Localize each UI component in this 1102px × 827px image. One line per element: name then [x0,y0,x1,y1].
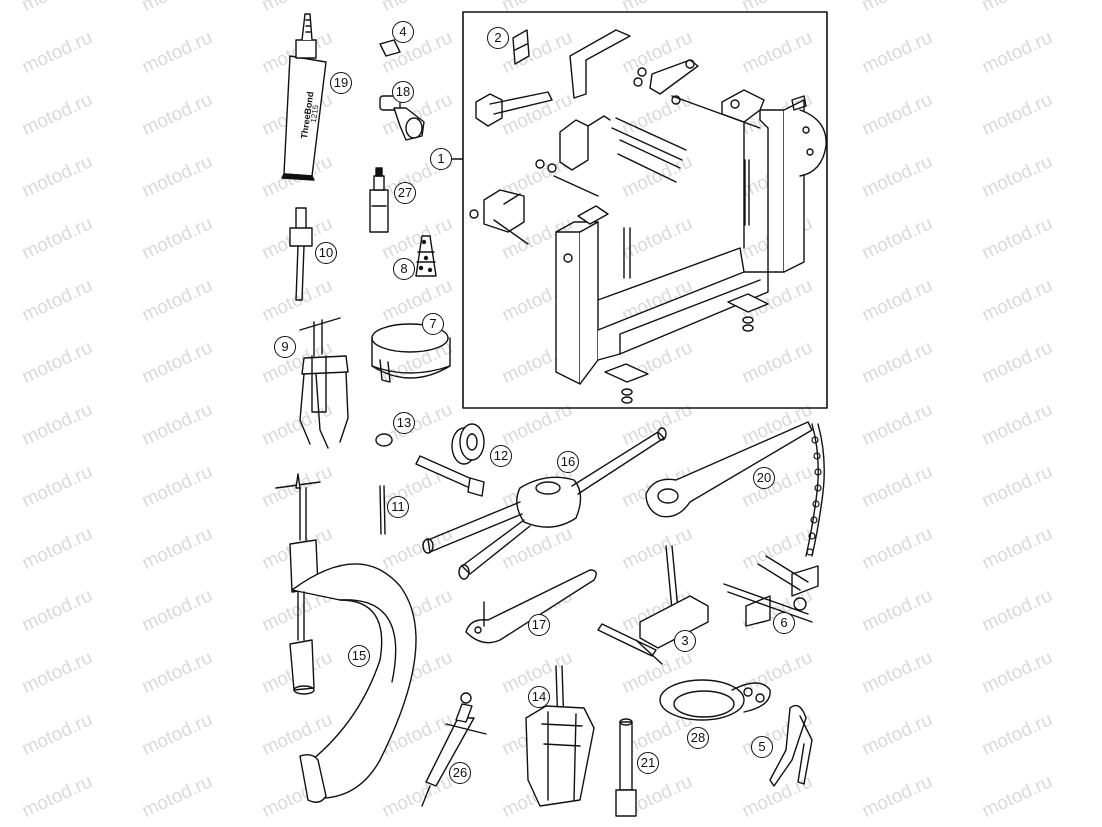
glue-bottle-27 [369,167,389,233]
holder-16 [422,427,667,580]
separator-6 [723,555,819,627]
pliers-5 [769,704,813,787]
callout-16: 16 [557,451,579,473]
bearing-12 [451,423,485,465]
callout-20: 20 [753,467,775,489]
callout-4: 4 [392,21,414,43]
callout-2: 2 [487,27,509,49]
item-1-frame [462,11,828,409]
brush-8 [415,235,437,277]
stand-brackets [469,29,761,245]
callout-14: 14 [528,686,550,708]
socket-21 [615,718,637,817]
callout-9: 9 [274,336,296,358]
callout-17: 17 [528,614,550,636]
callout-19: 19 [330,72,352,94]
chain-tool-3 [597,545,709,665]
puller-14 [525,665,595,807]
callout-5: 5 [751,736,773,758]
callout-21: 21 [637,752,659,774]
sealant-tube [281,13,327,181]
callout-18: 18 [392,81,414,103]
holder-28 [659,679,771,721]
callout-27: 27 [394,182,416,204]
bush-13 [375,433,393,447]
callout-12: 12 [490,445,512,467]
callout-26: 26 [449,762,471,784]
callout-6: 6 [773,612,795,634]
callout-10: 10 [315,242,337,264]
c-clamp-15 [275,473,417,803]
pin-11 [379,485,386,535]
engine-stand [555,89,827,404]
puller-9 [299,317,349,449]
puller-10 [289,207,313,301]
callout-3: 3 [674,630,696,652]
plug-4 [379,39,401,57]
tool-18 [379,95,425,141]
syringe-26 [421,692,487,807]
bolt-12 [415,455,485,497]
spanner-17 [465,569,597,644]
callout-7: 7 [422,313,444,335]
chain-wrench-20 [645,421,825,557]
callout-11: 11 [387,496,409,518]
callout-15: 15 [348,645,370,667]
callout-13: 13 [393,412,415,434]
callout-28: 28 [687,727,709,749]
callout-8: 8 [393,258,415,280]
callout-1: 1 [430,148,452,170]
